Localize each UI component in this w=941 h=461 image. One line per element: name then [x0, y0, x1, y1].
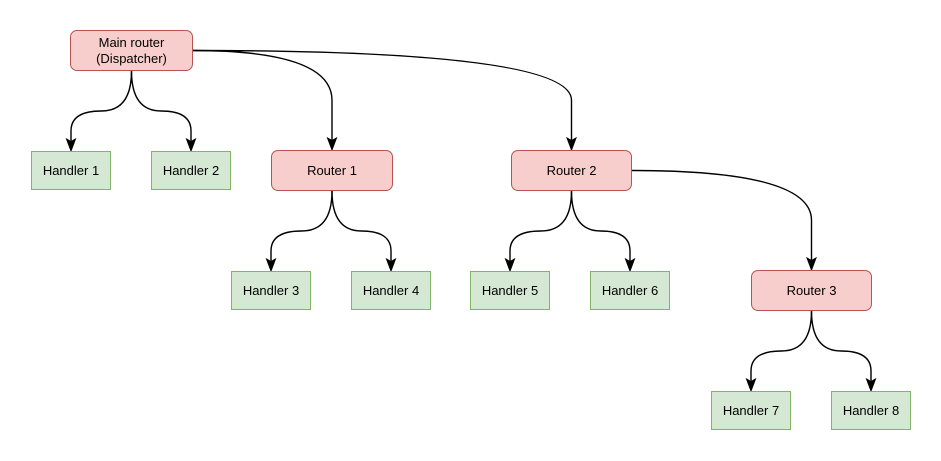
node-handler-1: Handler 1: [31, 151, 111, 190]
node-router-1: Router 1: [271, 150, 393, 191]
node-router-1-label: Router 1: [307, 162, 357, 178]
arrowhead-main-r1: [326, 136, 338, 152]
node-handler-8-label: Handler 8: [842, 402, 900, 418]
edge-main-r2: [192, 49, 573, 141]
node-handler-7-label: Handler 7: [722, 402, 780, 418]
edge-r3-h7: [750, 310, 813, 382]
node-router-3: Router 3: [751, 270, 872, 311]
edge-r3-h8: [810, 310, 872, 382]
edge-main-h2: [130, 70, 192, 142]
edge-r1-h3: [270, 190, 333, 262]
arrowhead-r2-h5: [504, 257, 516, 273]
arrowhead-main-h2: [185, 137, 197, 153]
node-handler-3: Handler 3: [231, 271, 311, 310]
node-main-router-label: Main router (Dispatcher): [96, 34, 167, 66]
node-handler-6-label: Handler 6: [601, 282, 659, 298]
edge-main-h1: [70, 70, 133, 142]
node-handler-2-label: Handler 2: [162, 162, 220, 178]
node-router-3-label: Router 3: [786, 282, 837, 298]
arrowhead-r3-h8: [865, 377, 877, 393]
node-handler-5-label: Handler 5: [481, 282, 539, 298]
node-handler-5: Handler 5: [470, 271, 550, 310]
edge-r2-h5: [509, 190, 573, 262]
arrowhead-r2-h6: [624, 257, 636, 273]
arrowhead-main-r2: [566, 136, 577, 152]
node-handler-2: Handler 2: [151, 151, 231, 190]
edge-r2-r3: [631, 169, 813, 261]
node-handler-7: Handler 7: [711, 391, 791, 430]
node-handler-6: Handler 6: [590, 271, 670, 310]
edge-r2-h6: [570, 190, 631, 262]
arrowhead-r1-h4: [385, 257, 397, 273]
arrowhead-r1-h3: [265, 257, 277, 273]
edge-main-r1: [192, 49, 333, 141]
node-handler-4-label: Handler 4: [362, 282, 420, 298]
node-handler-8: Handler 8: [831, 391, 911, 430]
arrowhead-main-h1: [65, 137, 77, 153]
arrowhead-r2-r3: [806, 256, 817, 272]
node-router-2-label: Router 2: [546, 162, 597, 178]
node-handler-1-label: Handler 1: [42, 162, 100, 178]
edge-r1-h4: [331, 190, 392, 262]
node-router-2: Router 2: [511, 150, 632, 191]
node-handler-4: Handler 4: [351, 271, 431, 310]
arrowhead-r3-h7: [745, 377, 757, 393]
node-main-router: Main router (Dispatcher): [70, 30, 193, 71]
node-handler-3-label: Handler 3: [242, 282, 300, 298]
